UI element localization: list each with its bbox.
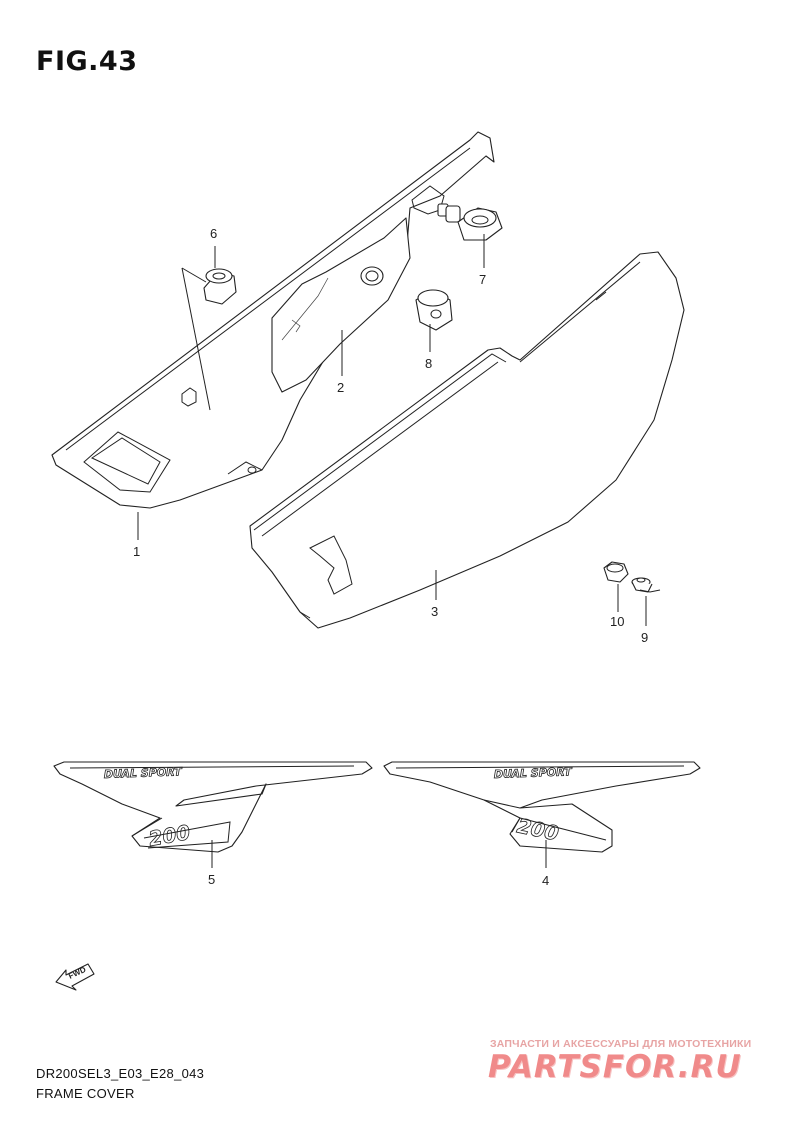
diagram-caption: FRAME COVER — [36, 1086, 135, 1101]
callout-3: 3 — [431, 604, 438, 619]
callout-8: 8 — [425, 356, 432, 371]
part-5-left-decal: DUAL SPORT 200 — [53, 761, 373, 853]
leader-lines — [137, 234, 647, 868]
part-7-grommet — [445, 205, 503, 241]
part-10-nut — [603, 561, 629, 583]
part-4-right-decal: DUAL SPORT 200 — [383, 761, 701, 853]
part-6-rubber-cushion — [181, 267, 237, 411]
part-2-inner-panel — [271, 217, 411, 393]
callout-1: 1 — [133, 544, 140, 559]
callout-4: 4 — [542, 873, 549, 888]
callout-labels: 1 2 3 4 5 6 7 8 9 10 — [133, 226, 648, 888]
decal-5-upper-text: DUAL SPORT — [104, 765, 184, 781]
watermark-tagline: ЗАПЧАСТИ И АКСЕССУАРЫ ДЛЯ МОТОТЕХНИКИ — [490, 1038, 752, 1050]
callout-7: 7 — [479, 272, 486, 287]
callout-5: 5 — [208, 872, 215, 887]
figure-title: FIG.43 — [36, 46, 138, 77]
decal-4-upper-text: DUAL SPORT — [494, 765, 574, 781]
callout-2: 2 — [337, 380, 344, 395]
callout-10: 10 — [610, 614, 624, 629]
part-9-screw — [631, 577, 661, 593]
callout-9: 9 — [641, 630, 648, 645]
part-8-spacer-collar — [415, 289, 453, 331]
part-3-right-frame-cover — [249, 251, 685, 629]
callout-6: 6 — [210, 226, 217, 241]
forward-arrow-icon: FWD — [55, 963, 95, 991]
watermark-logo: PARTSFOR.RU — [488, 1049, 742, 1085]
diagram-code: DR200SEL3_E03_E28_043 — [36, 1066, 205, 1081]
